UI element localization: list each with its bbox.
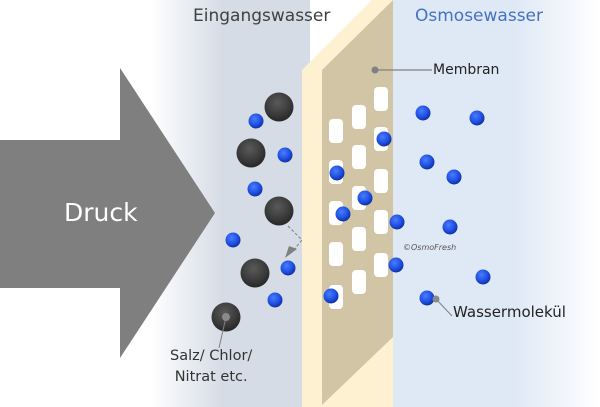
contaminants-label: Salz/ Chlor/ Nitrat etc.: [170, 346, 252, 388]
water-molecule-label: Wassermolekül: [453, 303, 566, 321]
contaminant-leader-line: [218, 316, 227, 349]
permeate-water-title: Osmosewasser: [415, 6, 543, 26]
water-molecule: [469, 110, 485, 126]
permeate-water-region: [390, 0, 600, 407]
water-molecule: [280, 260, 296, 276]
water-molecule: [248, 113, 264, 129]
water-molecule: [323, 288, 339, 304]
water-leader-line: [435, 298, 453, 317]
membrane-pore: [374, 87, 388, 111]
water-leader-dot: [432, 295, 440, 303]
water-molecule: [376, 131, 392, 147]
rejection-arrowhead-icon: [285, 246, 297, 258]
molecules: [211, 92, 491, 332]
water-molecule: [475, 269, 491, 285]
membrane-pore: [374, 253, 388, 277]
water-molecule: [442, 219, 458, 235]
membrane-pore: [374, 169, 388, 193]
water-molecule: [277, 147, 293, 163]
water-molecule: [335, 206, 351, 222]
water-molecule: [267, 292, 283, 308]
contaminants-label-line1: Salz/ Chlor/: [170, 348, 253, 364]
membrane-pore: [374, 210, 388, 234]
membrane-pore: [352, 270, 366, 294]
water-molecule: [415, 105, 431, 121]
feed-water-title: Eingangswasser: [193, 6, 331, 26]
pressure-label: Druck: [64, 198, 138, 227]
water-molecule: [446, 169, 462, 185]
contaminants-label-line2: Nitrat etc.: [174, 369, 248, 385]
water-molecule: [225, 232, 241, 248]
water-molecule: [389, 214, 405, 230]
pressure-arrow: [0, 68, 215, 358]
water-molecule: [388, 257, 404, 273]
water-molecule: [357, 190, 373, 206]
water-molecule: [419, 290, 435, 306]
copyright-notice: ©OsmoFresh: [403, 243, 457, 252]
membrane-pore: [352, 227, 366, 251]
contaminant-molecule: [264, 92, 294, 122]
membrane-pore: [352, 145, 366, 169]
water-molecule: [329, 165, 345, 181]
membrane-pore: [329, 242, 343, 266]
membrane-pore: [329, 119, 343, 143]
membrane-leader-dot: [371, 66, 379, 74]
membrane-label: Membran: [433, 62, 500, 78]
rejection-arrow-path: [287, 225, 303, 253]
water-molecule: [247, 181, 263, 197]
contaminant-molecule: [240, 258, 270, 288]
contaminant-leader-dot: [222, 313, 230, 321]
membrane-pore: [352, 105, 366, 129]
contaminant-molecule: [236, 138, 266, 168]
water-molecule: [419, 154, 435, 170]
contaminant-molecule: [264, 196, 294, 226]
